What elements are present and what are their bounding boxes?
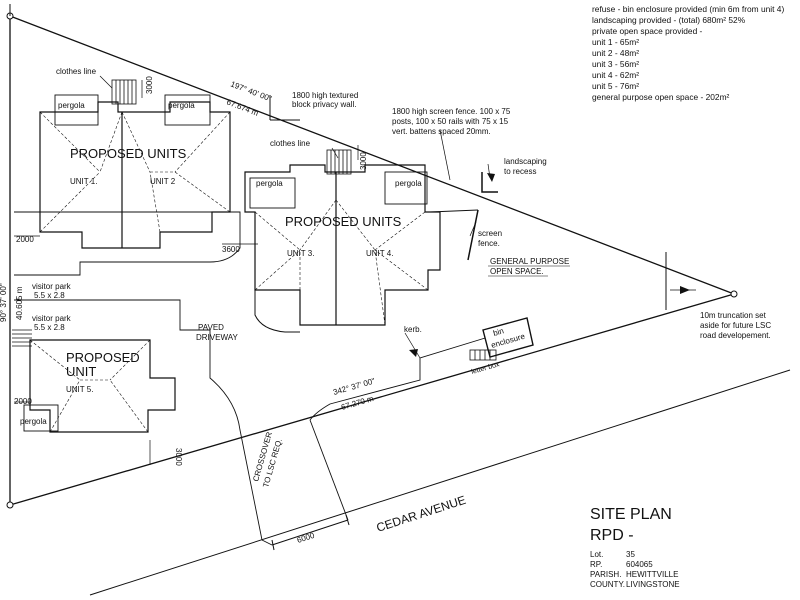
unit-5-pergola [23,404,59,432]
units-3-4-pergolas [249,171,428,209]
letter-box-label: letter box [471,361,501,376]
units-3-4-building [244,164,441,326]
screen-note: screen [478,229,502,238]
title-block-key: PARISH. [590,570,621,579]
pergola-label: pergola [20,417,47,426]
truncation-note: aside for future LSC [700,321,771,330]
title-block-title: SITE PLAN [590,506,672,523]
crossover-dimension [271,514,350,551]
title-block-key: Lot. [590,550,603,559]
screen-fence [429,172,498,261]
privacy-wall-note: 1800 high textured [292,91,358,100]
lot-boundary [9,15,735,506]
unit-1-label: UNIT 1. [70,177,97,186]
screen-fence-note: posts, 100 x 50 rails with 75 x 15 [392,117,509,126]
note-line: unit 5 - 76m² [592,81,639,91]
clothes-line-label: clothes line [56,67,97,76]
visitor-park-size: 5.5 x 2.8 [34,323,65,332]
unit-5-label: UNIT 5. [66,385,93,394]
landscaping-note: to recess [504,167,536,176]
title-block-value: LIVINGSTONE [626,580,680,589]
note-line: unit 4 - 62m² [592,70,639,80]
landscaping-note: landscaping [504,157,547,166]
arrow-markers [409,173,690,357]
left-length: 40.605 m [15,286,24,320]
unit-2-label: UNIT 2 [150,177,176,186]
letter-box [469,349,497,361]
paved-driveway-label: DRIVEWAY [196,333,238,342]
street-edge [89,369,791,596]
notes-block: refuse - bin enclosure provided (min 6m … [592,4,784,102]
left-bearing: 90° 37' 00" [0,283,8,322]
units-1-2-pergolas [54,94,211,126]
units-1-2-title: PROPOSED UNITS [70,146,187,161]
screen-note: fence. [478,239,500,248]
unit-4-label: UNIT 4. [366,249,393,258]
dim-2000-label: 2000 [14,397,32,406]
gpos-label: GENERAL PURPOSE [490,257,569,266]
paved-driveway-label: PAVED [198,323,224,332]
units-3-4-title: PROPOSED UNITS [285,214,402,229]
dim-3000-label: 3000 [145,76,154,94]
screen-fence-note: vert. battens spaced 20mm. [392,127,491,136]
title-block-value: 35 [626,550,635,559]
note-line: unit 2 - 48m² [592,48,639,58]
unit-5-title-line1: PROPOSED [66,350,140,365]
driveway-outline [14,211,496,546]
unit-3-label: UNIT 3. [287,249,314,258]
visitor-park-label: visitor park [32,282,72,291]
gpos-label: OPEN SPACE. [490,267,544,276]
title-block-subtitle: RPD - [590,527,634,544]
visitor-park-label: visitor park [32,314,72,323]
units-3-4-roof-lines [254,199,429,326]
unit-5-steps [12,329,32,347]
pergola-label: pergola [168,101,195,110]
note-line: unit 1 - 65m² [592,37,639,47]
title-block-value: HEWITTVILLE [626,570,678,579]
title-block-key: COUNTY. [590,580,625,589]
privacy-wall-leader [269,95,300,121]
visitor-park-size: 5.5 x 2.8 [34,291,65,300]
unit-3-porch-curve [254,290,300,333]
note-line: private open space provided - [592,26,703,36]
note-line: unit 3 - 56m² [592,59,639,69]
note-line: landscaping provided - (total) 680m² 52% [592,15,746,25]
pergola-label: pergola [58,101,85,110]
note-line: refuse - bin enclosure provided (min 6m … [592,4,784,14]
unit-5-roof-lines [29,339,151,433]
note-line: general purpose open space - 202m² [592,92,730,102]
pergola-label: pergola [256,179,283,188]
clothes-line-2 [326,149,352,175]
bin-enclosure [482,317,534,358]
clothes-line-1 [111,79,137,105]
title-block-key: RP. [590,560,602,569]
dim-3000-label: 3000 [359,152,368,170]
truncation-note: road developement. [700,331,771,340]
dim-3600-label: 3600 [222,245,240,254]
unit-5-building [29,339,176,433]
pergola-label: pergola [395,179,422,188]
screen-fence-note: 1800 high screen fence. 100 x 75 [392,107,511,116]
dim-6000-label: 6000 [296,531,316,545]
units-1-2-roof-lines [39,111,231,233]
unit-5-title-line2: UNIT [66,364,96,379]
dim-2000-label: 2000 [16,235,34,244]
truncation-note: 10m truncation set [700,311,767,320]
title-block: SITE PLAN RPD - Lot. 35 RP. 604065 PARIS… [590,506,680,589]
title-block-value: 604065 [626,560,653,569]
bin-label: bin [492,326,505,338]
clothes-line-label: clothes line [270,139,311,148]
dim-3000-label: 3000 [174,448,183,466]
privacy-wall-note: block privacy wall. [292,100,356,109]
units-1-2-building [39,101,231,249]
kerb-label: kerb. [404,325,422,334]
